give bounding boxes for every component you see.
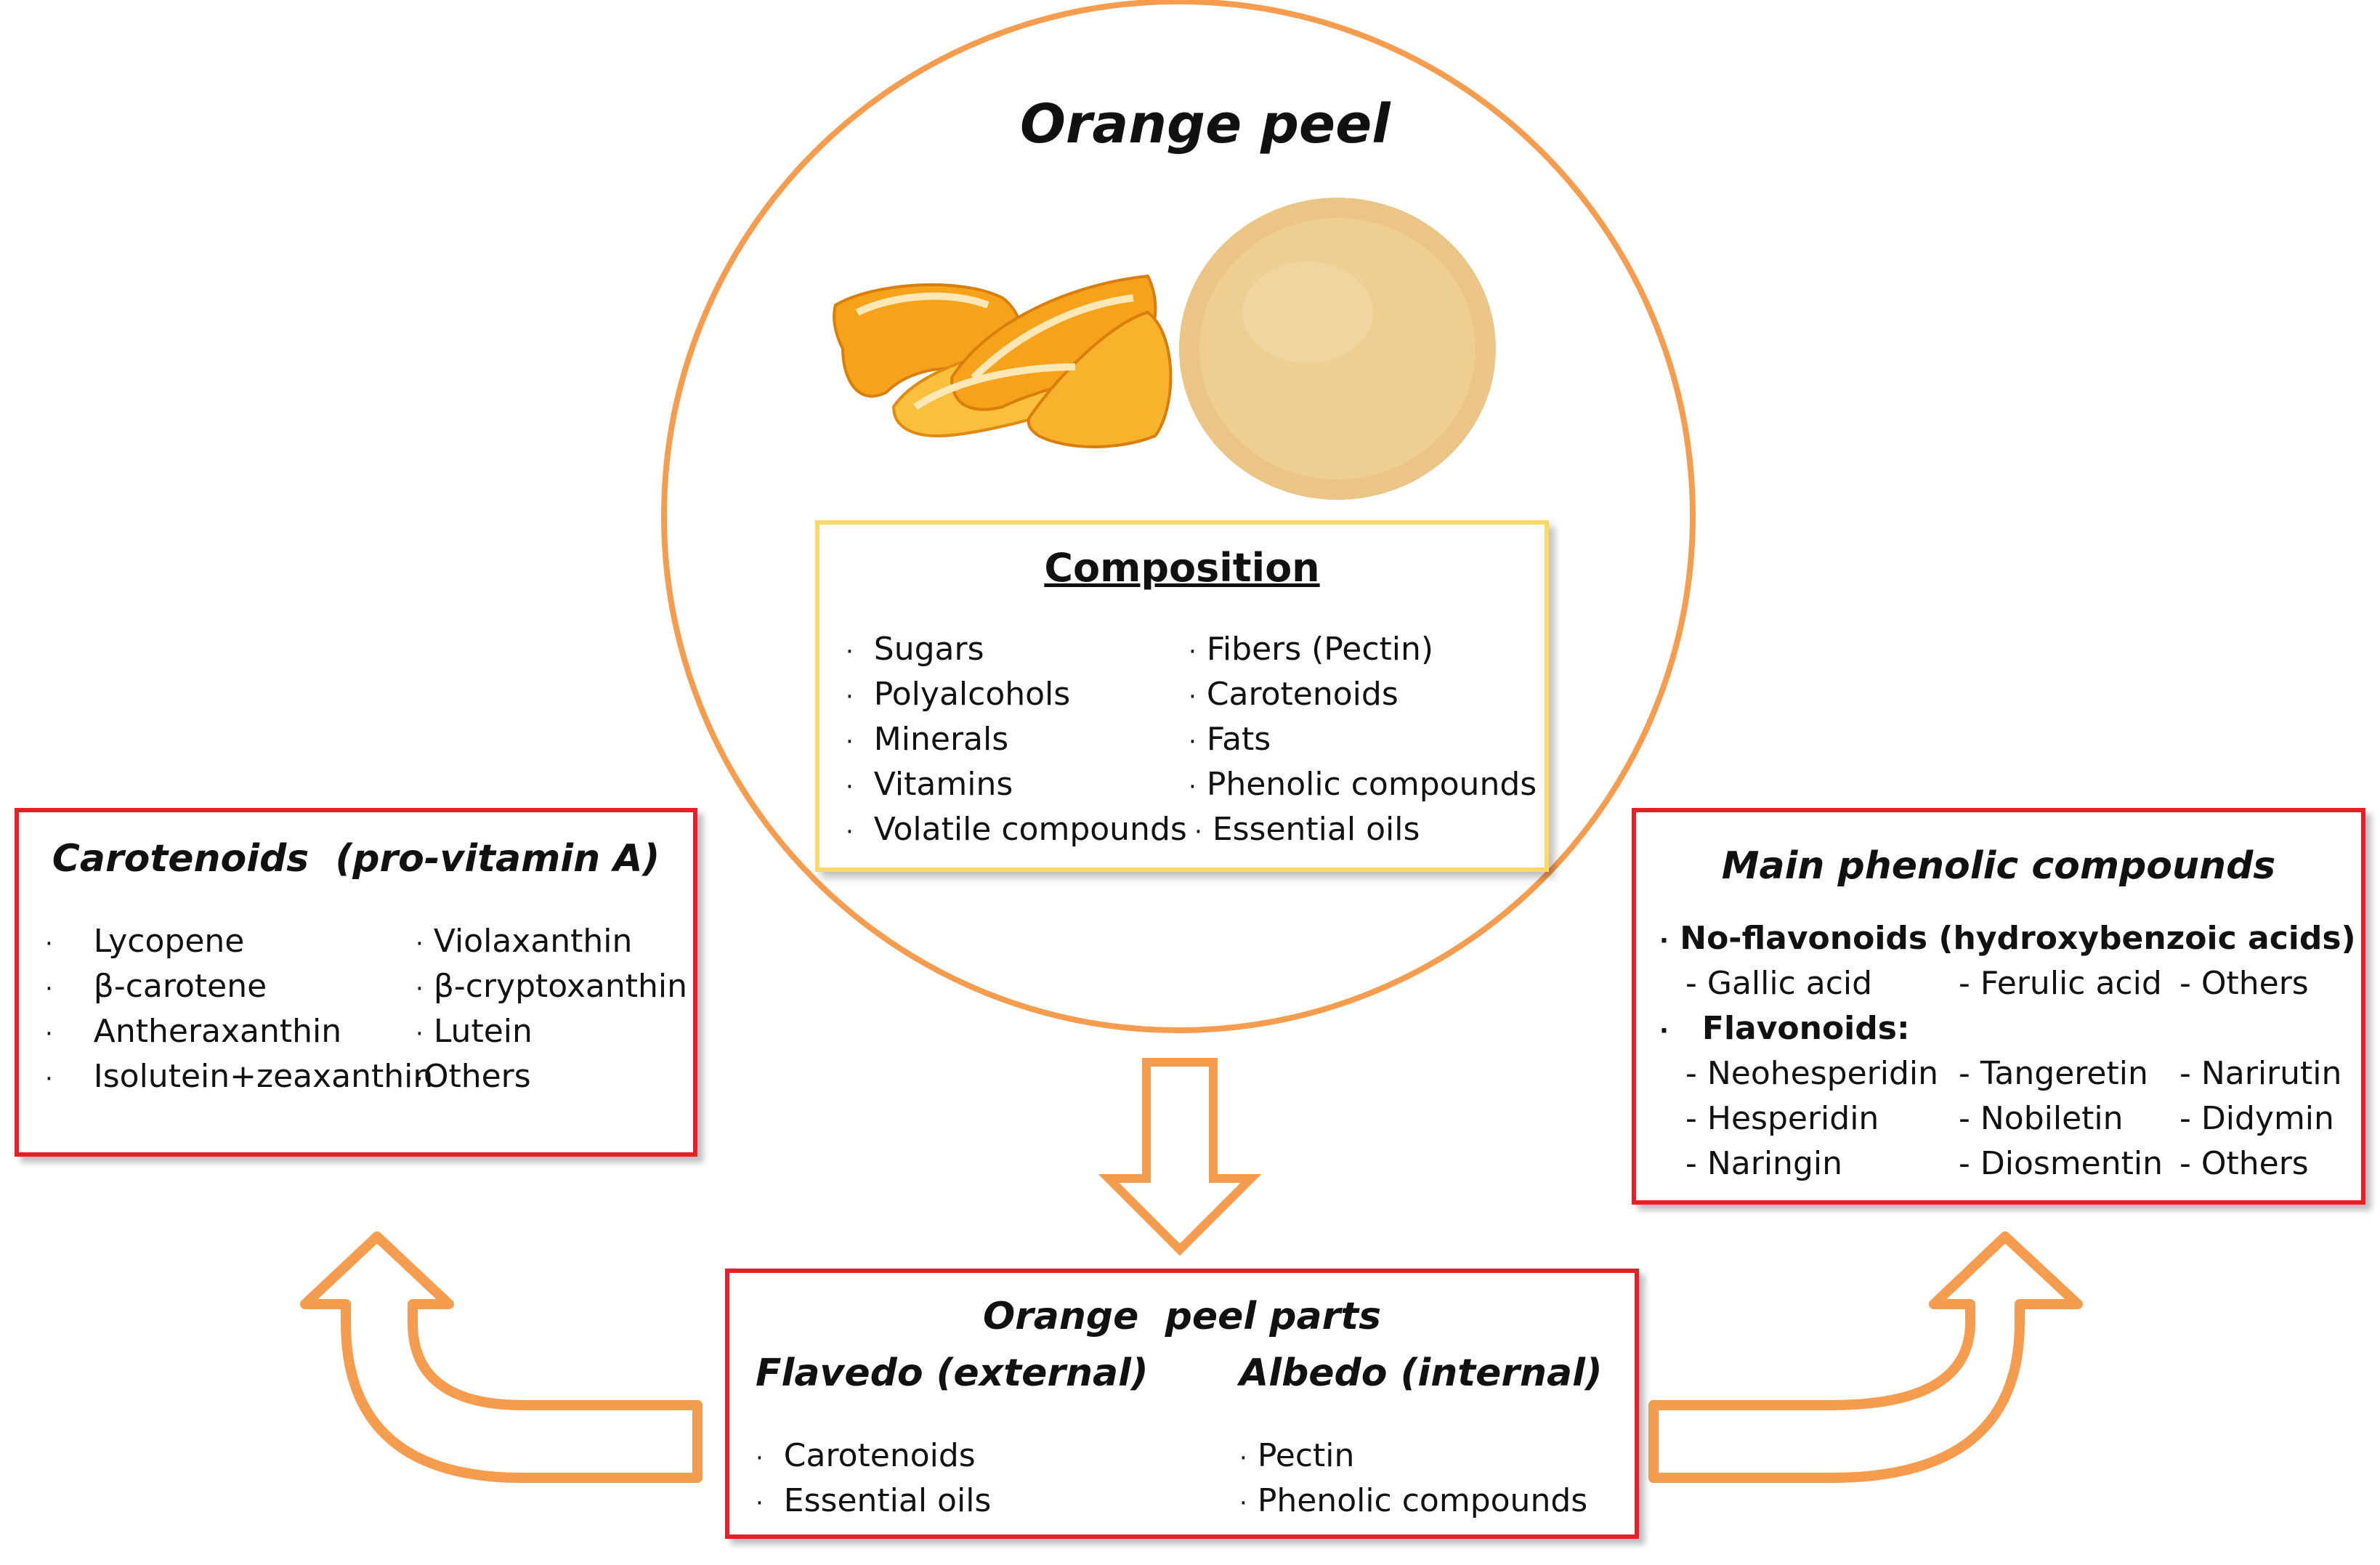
right-curved-arrow: [1648, 1232, 2083, 1483]
phenolic-item: - Nobiletin: [1959, 1100, 2124, 1137]
carotenoid-item: · Isolutein+zeaxanthin: [45, 1058, 434, 1095]
carotenoid-item: ·Others: [416, 1058, 531, 1095]
composition-box: Composition · Sugars · Polyalcohols · Mi…: [815, 520, 1549, 872]
phenolic-item: - Others: [2179, 965, 2309, 1002]
carotenoid-item: · β-cryptoxanthin: [416, 968, 687, 1005]
albedo-title: Albedo (internal): [1239, 1351, 1603, 1395]
phenolic-item: - Ferulic acid: [1959, 965, 2162, 1002]
composition-item: · Essential oils: [1194, 811, 1420, 848]
orange-peel-image: [833, 274, 1173, 448]
composition-item: · Carotenoids: [1189, 676, 1399, 713]
phenolic-item: - Tangeretin: [1959, 1055, 2148, 1092]
no-flavonoids-heading: · No-flavonoids (hydroxybenzoic acids): [1659, 920, 2356, 957]
carotenoid-item: · Violaxanthin: [416, 923, 633, 960]
phenolic-item: - Diosmentin: [1959, 1145, 2163, 1182]
composition-item: · Vitamins: [846, 766, 1013, 803]
composition-item: · Volatile compounds: [846, 811, 1187, 848]
phenolic-item: - Others: [2179, 1145, 2309, 1182]
phenolic-item: - Neohesperidin: [1685, 1055, 1939, 1092]
composition-item: · Sugars: [846, 631, 984, 668]
left-curved-arrow: [300, 1232, 703, 1483]
flavedo-item: · Essential oils: [756, 1482, 992, 1519]
carotenoid-item: · Antheraxanthin: [45, 1013, 342, 1050]
carotenoid-item: · β-carotene: [45, 968, 267, 1005]
orange-powder-image: [1179, 198, 1496, 500]
composition-heading: Composition: [1044, 545, 1320, 591]
peel-parts-title: Orange peel parts: [982, 1295, 1382, 1338]
carotenoid-item: · Lutein: [416, 1013, 533, 1050]
flavedo-item: · Carotenoids: [756, 1437, 976, 1474]
composition-item: · Phenolic compounds: [1189, 766, 1537, 803]
phenolic-title: Main phenolic compounds: [1721, 844, 2276, 888]
circle-title: Orange peel: [1020, 93, 1391, 155]
phenolic-item: - Hesperidin: [1685, 1100, 1879, 1137]
albedo-item: · Pectin: [1239, 1437, 1355, 1474]
flavedo-title: Flavedo (external): [756, 1351, 1149, 1395]
peel-parts-box: Orange peel parts Flavedo (external) Alb…: [725, 1269, 1639, 1539]
carotenoids-title: Carotenoids (pro-vitamin A): [52, 837, 660, 881]
down-arrow: [1098, 1058, 1262, 1256]
flavonoids-heading: · Flavonoids:: [1659, 1010, 1910, 1047]
carotenoid-item: · Lycopene: [45, 923, 245, 960]
carotenoids-box: Carotenoids (pro-vitamin A) · Lycopene ·…: [15, 808, 697, 1157]
phenolic-item: - Naringin: [1685, 1145, 1842, 1182]
phenolic-item: - Didymin: [2179, 1100, 2334, 1137]
phenolic-box: Main phenolic compounds · No-flavonoids …: [1632, 808, 2365, 1205]
phenolic-item: - Narirutin: [2179, 1055, 2342, 1092]
albedo-item: · Phenolic compounds: [1239, 1482, 1588, 1519]
phenolic-item: - Gallic acid: [1685, 965, 1873, 1002]
composition-item: · Polyalcohols: [846, 676, 1071, 713]
composition-item: · Fibers (Pectin): [1189, 631, 1434, 668]
composition-item: · Minerals: [846, 721, 1009, 758]
orange-peel-circle: [661, 0, 1696, 1033]
composition-item: · Fats: [1189, 721, 1271, 758]
